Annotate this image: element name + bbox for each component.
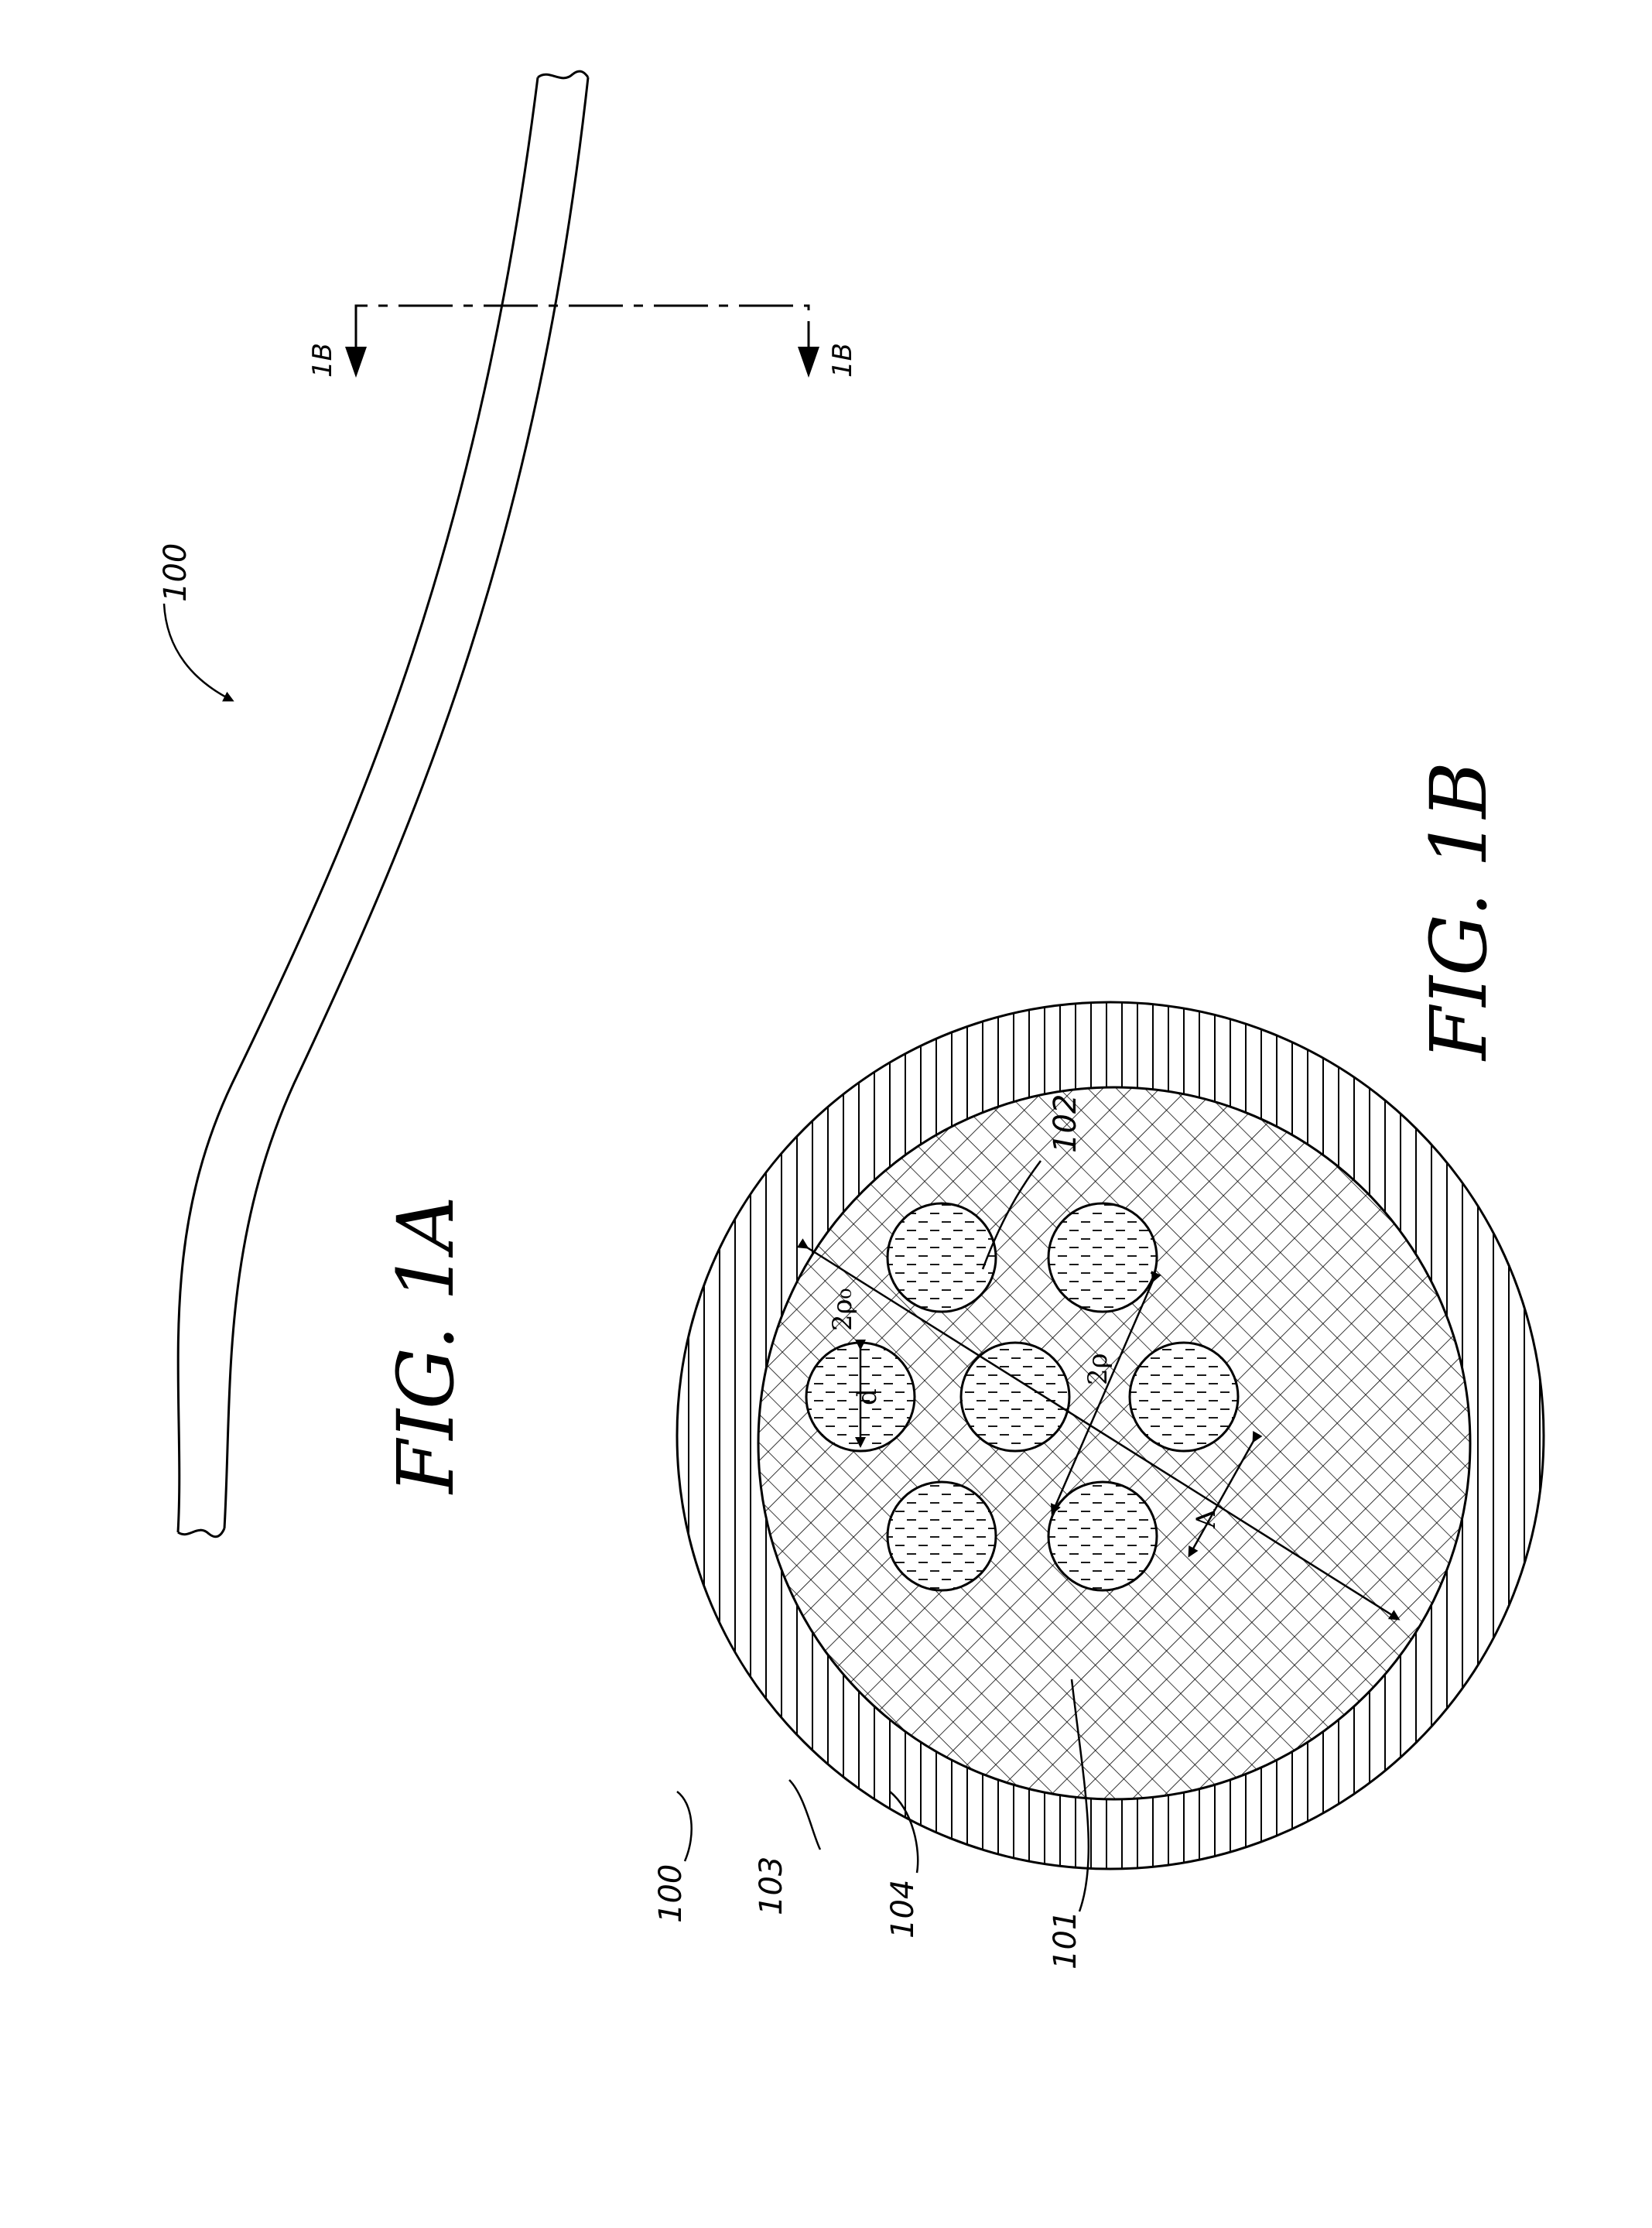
section-label-left: 1B <box>307 343 338 378</box>
caption-fig-1b: FIG. 1B <box>1414 761 1504 1062</box>
ref-100-label: 100 <box>158 543 193 602</box>
leader-103 <box>789 1780 820 1850</box>
fig-1b-cross-section: d 2ρ 2ρ₀ Λ <box>677 1002 1544 1869</box>
ref-100-fig1a: 100 <box>158 543 232 700</box>
section-label-right: 1B <box>827 343 858 378</box>
leader-100 <box>677 1792 692 1861</box>
dim-2rho0-label: 2ρ₀ <box>827 1289 858 1331</box>
ref-101-label: 101 <box>1048 1911 1083 1970</box>
dim-pitch-label: Λ <box>1191 1509 1222 1529</box>
caption-fig-1a: FIG. 1A <box>381 1196 471 1495</box>
section-line-1b: 1B 1B <box>307 306 858 378</box>
fiber-break-top <box>538 71 588 78</box>
rods <box>961 1343 1069 1451</box>
ref-103-label: 103 <box>754 1857 789 1915</box>
fiber-edge-left <box>178 77 538 1532</box>
ref-104-label: 104 <box>885 1880 921 1939</box>
section-arrow-left <box>345 347 367 378</box>
ref-102-label: 102 <box>1048 1094 1083 1153</box>
dim-2rho-label: 2ρ <box>1083 1353 1113 1385</box>
section-arrow-right <box>798 347 819 378</box>
ref-100-label-1b: 100 <box>653 1864 689 1923</box>
dim-d-label: d <box>852 1388 883 1405</box>
fiber-break-bottom <box>178 1528 224 1537</box>
